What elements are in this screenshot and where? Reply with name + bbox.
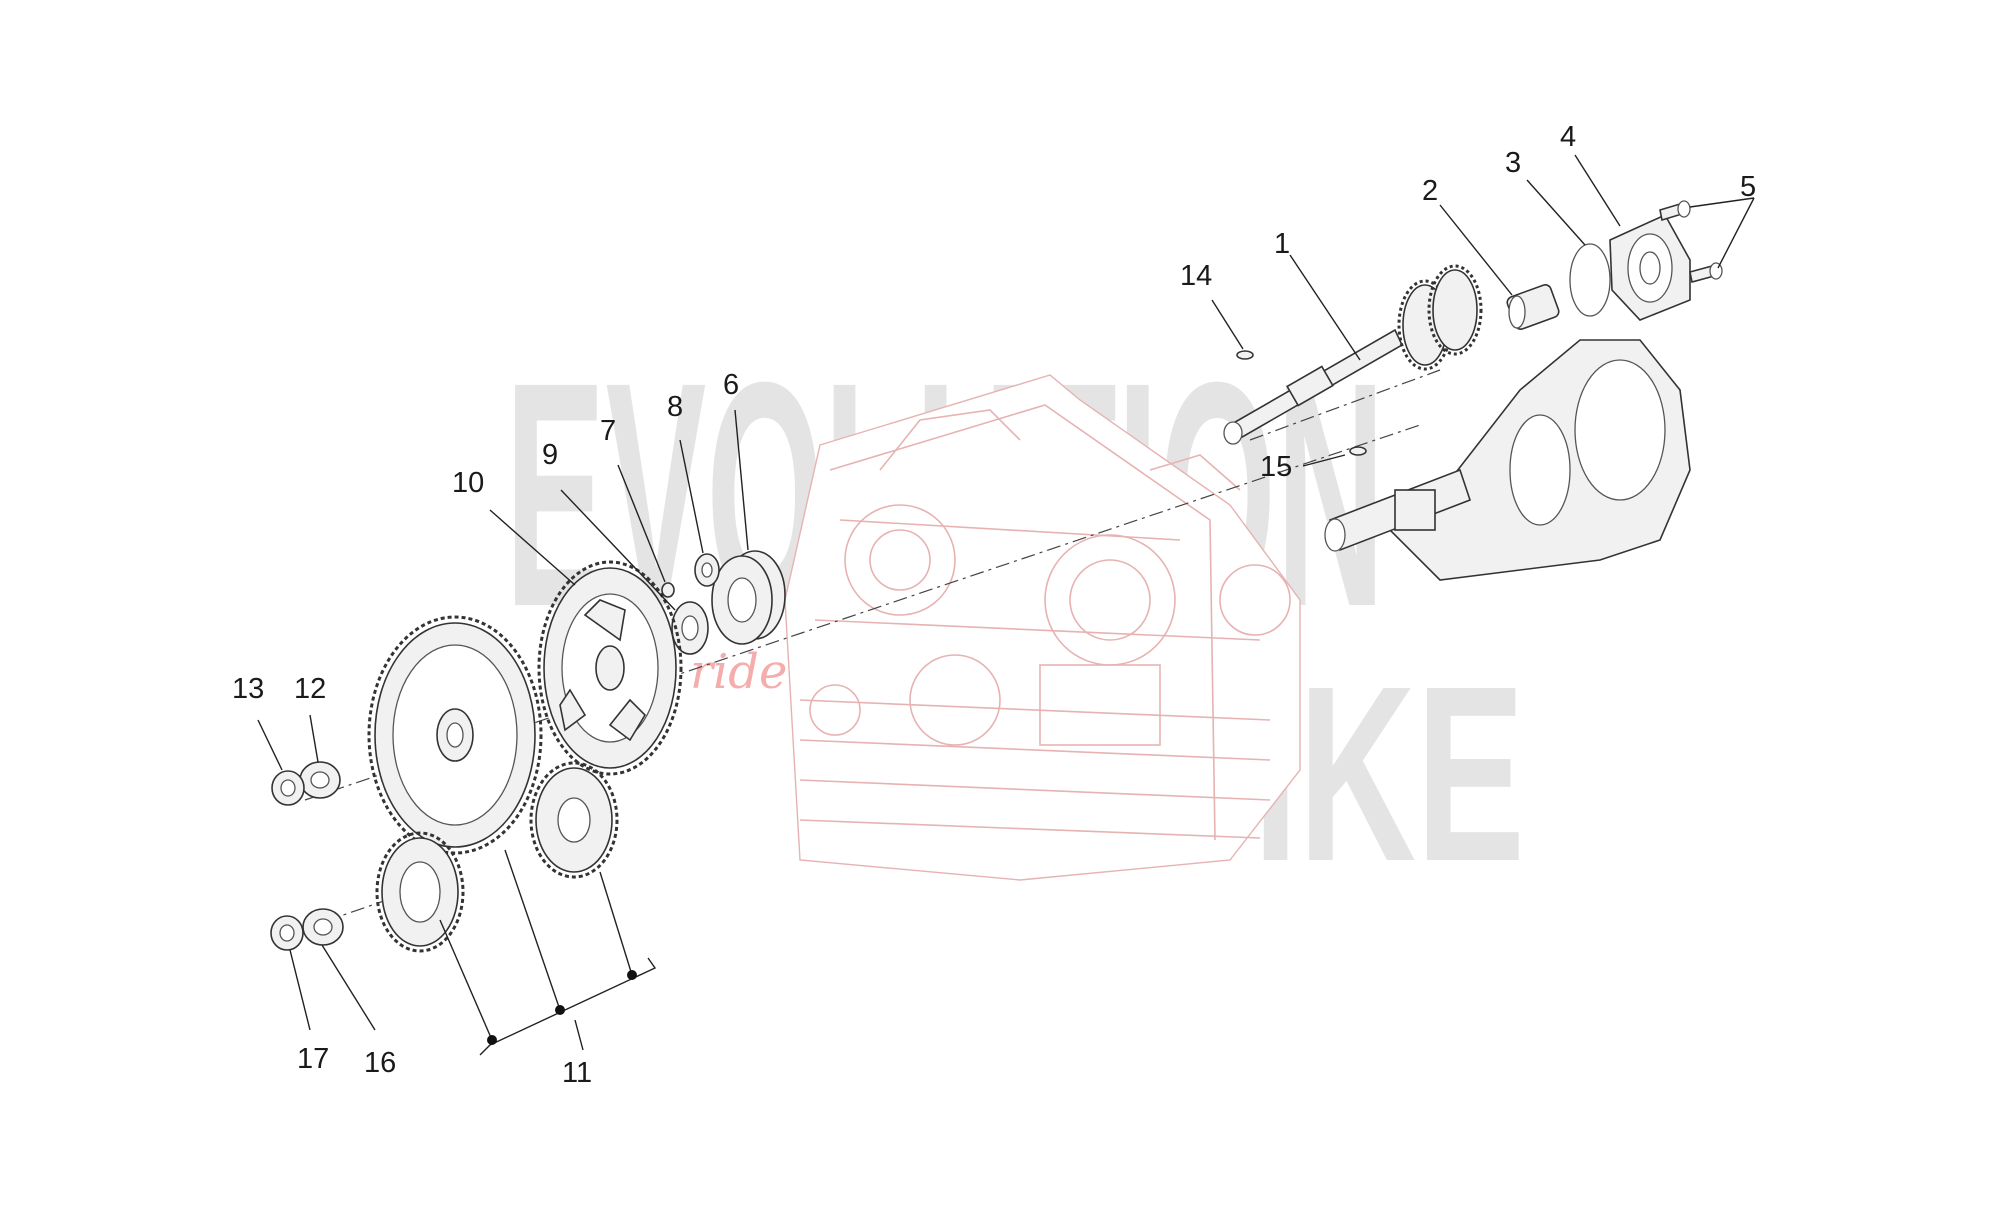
part-15-key bbox=[1349, 446, 1367, 456]
callout-16: 16 bbox=[364, 1047, 396, 1079]
part-10-cam-gear bbox=[537, 560, 683, 776]
callout-13: 13 bbox=[232, 673, 264, 705]
callout-2: 2 bbox=[1422, 175, 1438, 207]
leader-11-dot-c bbox=[627, 970, 637, 980]
leader-3 bbox=[1526, 179, 1586, 246]
callout-12: 12 bbox=[294, 673, 326, 705]
part-14-key bbox=[1236, 350, 1254, 360]
part-6-bearing bbox=[711, 550, 786, 645]
crankshaft bbox=[1324, 339, 1691, 581]
part-3-oring bbox=[1569, 243, 1611, 317]
leader-16 bbox=[321, 944, 376, 1031]
part-9-bearing bbox=[671, 601, 709, 655]
part-16-washer bbox=[302, 908, 344, 946]
assembly-axis-front bbox=[1249, 369, 1441, 441]
part-13-nut bbox=[271, 770, 305, 806]
leader-2 bbox=[1439, 204, 1513, 296]
callout-10: 10 bbox=[452, 467, 484, 499]
leader-11-a bbox=[439, 919, 493, 1041]
part-17-nut bbox=[270, 915, 304, 951]
leader-11-b bbox=[504, 849, 561, 1011]
leader-15 bbox=[1302, 454, 1346, 467]
leader-6 bbox=[734, 409, 749, 551]
leader-1 bbox=[1289, 254, 1361, 361]
callout-5: 5 bbox=[1740, 171, 1756, 203]
leader-lines bbox=[257, 154, 1755, 1056]
leader-17 bbox=[289, 949, 311, 1031]
part-7-pin bbox=[661, 582, 675, 598]
leader-11-dot-b bbox=[555, 1005, 565, 1015]
callout-15: 15 bbox=[1260, 451, 1292, 483]
callouts: 1 2 3 4 5 6 7 8 9 10 11 12 13 14 15 16 1… bbox=[232, 121, 1756, 1089]
part-4-cover bbox=[1609, 213, 1691, 321]
callout-7: 7 bbox=[600, 415, 616, 447]
part-11-large-gear bbox=[367, 615, 543, 855]
callout-9: 9 bbox=[542, 439, 558, 471]
engine-block-ghost bbox=[784, 374, 1301, 881]
leader-5b bbox=[1717, 197, 1755, 269]
callout-6: 6 bbox=[723, 369, 739, 401]
leader-5a bbox=[1689, 197, 1755, 208]
leader-11-dot-a bbox=[487, 1035, 497, 1045]
leader-13 bbox=[257, 719, 283, 771]
part-8-washer bbox=[694, 553, 720, 587]
part-11-lower-gear bbox=[375, 831, 465, 953]
leader-14 bbox=[1211, 299, 1244, 350]
leader-11-c bbox=[599, 871, 633, 976]
leader-12 bbox=[309, 714, 319, 763]
leader-8 bbox=[679, 439, 704, 554]
leader-10 bbox=[489, 509, 576, 586]
callout-8: 8 bbox=[667, 391, 683, 423]
leader-11-bracket bbox=[479, 957, 657, 1056]
callout-3: 3 bbox=[1505, 147, 1521, 179]
callout-17: 17 bbox=[297, 1043, 329, 1075]
part-12-washer bbox=[299, 761, 341, 799]
leader-7 bbox=[617, 464, 666, 583]
callout-4: 4 bbox=[1560, 121, 1576, 153]
callout-11: 11 bbox=[562, 1057, 592, 1089]
part-11-middle-gear bbox=[529, 761, 619, 879]
leader-9 bbox=[560, 489, 676, 611]
callout-14: 14 bbox=[1180, 260, 1212, 292]
leader-4 bbox=[1574, 154, 1621, 227]
part-2-bushing bbox=[1506, 284, 1560, 330]
callout-1: 1 bbox=[1274, 228, 1290, 260]
